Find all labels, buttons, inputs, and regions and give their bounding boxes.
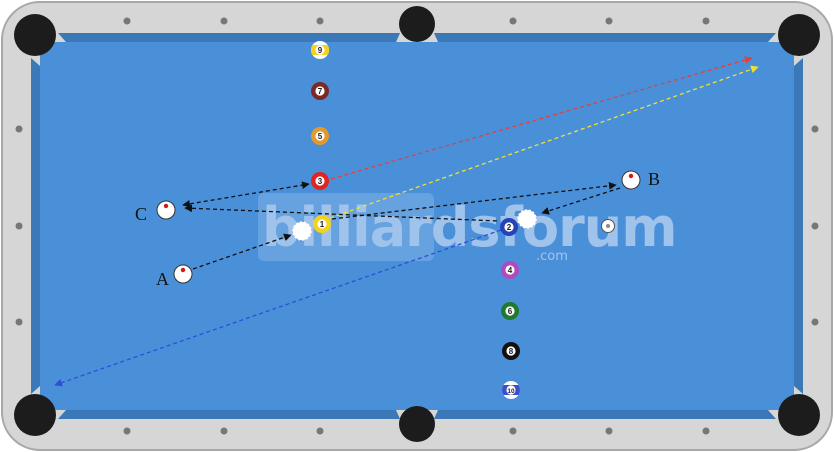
cushion-top-right: [434, 33, 776, 42]
ball-6: 6: [501, 302, 519, 320]
pocket-bottom-right: [778, 394, 820, 436]
pocket-top-middle: [399, 6, 435, 42]
pocket-top-left: [14, 14, 56, 56]
ball-6-number: 6: [508, 307, 513, 316]
ball-8: 8: [502, 342, 520, 360]
path-c-to-2: [184, 204, 499, 222]
cushion-top-left: [58, 33, 400, 42]
ball-3-number: 3: [318, 177, 323, 186]
ball-5: 5: [311, 127, 329, 145]
ghost-ball-left: [292, 221, 312, 241]
cushion-bottom-left: [58, 410, 400, 419]
cushion-right: [794, 58, 803, 394]
rail-diamonds: [15, 17, 819, 435]
cue-position-b: [621, 170, 641, 190]
ball-4: 4: [501, 261, 519, 279]
ball-2-number: 2: [507, 223, 512, 232]
ball-1: 1: [313, 215, 331, 233]
ball-2: 2: [500, 218, 518, 236]
ball-9-number: 9: [318, 46, 323, 55]
ball-3: 3: [311, 172, 329, 190]
ball-8-number: 8: [509, 347, 514, 356]
cushion-bottom-right: [434, 410, 776, 419]
ball-4-number: 4: [508, 266, 513, 275]
ball-1-number: 1: [320, 220, 325, 229]
cue-position-a: [173, 264, 193, 284]
path-cue-to-b: [331, 181, 617, 220]
ball-10-number: 10: [507, 388, 515, 395]
label-c: C: [135, 204, 147, 224]
cue-position-c: [156, 200, 176, 220]
pockets: [14, 6, 820, 442]
path-red: [330, 56, 753, 180]
path-blue: [54, 229, 502, 387]
label-a: A: [156, 269, 169, 289]
ball-9: 9: [311, 41, 329, 59]
watermark: billiardsforum .com: [258, 193, 678, 264]
ghost-ball-right: [517, 209, 537, 229]
pocket-bottom-middle: [399, 406, 435, 442]
ball-7-number: 7: [318, 87, 323, 96]
cushion-left: [31, 58, 40, 394]
pocket-bottom-left: [14, 394, 56, 436]
table-felt: [40, 42, 794, 410]
ball-7: 7: [311, 82, 329, 100]
pocket-top-right: [778, 14, 820, 56]
label-b: B: [648, 169, 660, 189]
path-c-to-3: [182, 181, 310, 208]
ball-10: 10: [502, 381, 520, 399]
paths: [54, 56, 759, 387]
path-yellow: [329, 65, 759, 219]
path-a-to-cue: [192, 233, 292, 270]
ball-5-number: 5: [318, 132, 323, 141]
cue-ball: [601, 219, 615, 233]
object-balls: 9 7 5 3 1 2 4 6 8 10: [311, 41, 520, 399]
watermark-domain: .com: [536, 249, 568, 264]
